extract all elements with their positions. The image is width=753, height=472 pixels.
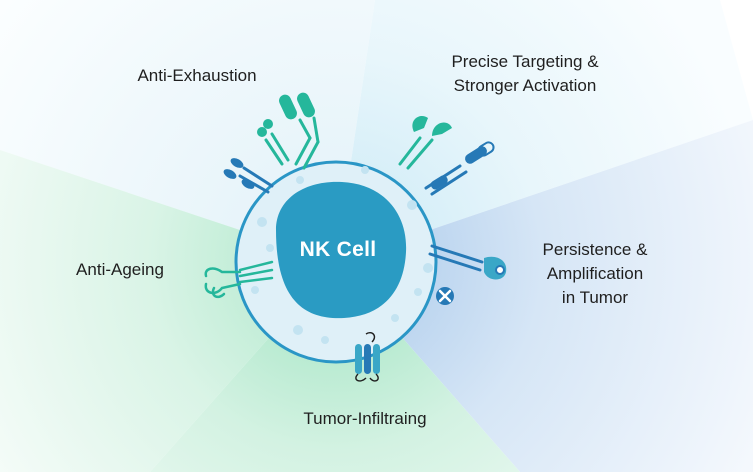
nucleus (276, 181, 407, 319)
cell-granules (251, 166, 433, 344)
receptor-anti-exhaustion-small (257, 119, 290, 166)
receptor-precise-targeting-blue (424, 141, 495, 196)
sector-precise-targeting (336, 0, 753, 262)
sector-tumor-infiltrating (150, 262, 520, 472)
receptor-persistence-cross (436, 287, 454, 305)
nk-cell-label: NK Cell (299, 238, 377, 261)
label-precise-targeting: Precise Targeting & Stronger Activation (451, 52, 599, 95)
label-anti-ageing: Anti-Ageing (76, 260, 164, 279)
receptor-precise-targeting-green (398, 115, 452, 170)
sector-persistence (336, 120, 753, 472)
receptor-anti-exhaustion-blue (223, 158, 274, 194)
sector-anti-ageing (0, 150, 336, 472)
label-persistence: Persistence & Amplification in Tumor (542, 240, 648, 307)
label-tumor-infiltrating: Tumor-Infiltraing (303, 409, 427, 428)
receptor-anti-exhaustion-large (279, 92, 320, 170)
receptor-persistence (428, 244, 507, 280)
receptor-anti-ageing (204, 260, 274, 299)
receptor-tumor-infiltrating (355, 332, 380, 382)
label-anti-exhaustion: Anti-Exhaustion (137, 66, 257, 85)
